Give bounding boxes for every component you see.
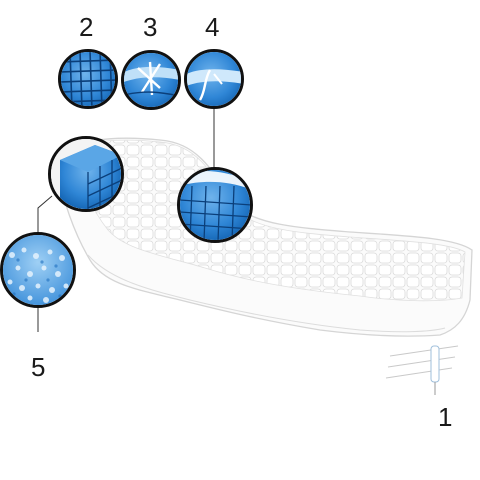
label-4: 4 (205, 12, 220, 42)
label-5: 5 (31, 352, 46, 382)
callout-memory-foam (177, 167, 253, 243)
memory-foam-icon (180, 170, 250, 240)
mattress-side-band (87, 254, 446, 333)
leader-line-5 (37, 195, 53, 236)
zipper-icon (187, 52, 241, 106)
grid-fabric-icon (61, 52, 115, 106)
callout-3-ventilation (121, 50, 181, 110)
label-1: 1 (438, 402, 453, 432)
label-2: 2 (79, 12, 94, 42)
mattress (54, 137, 473, 337)
mattress-quilted-top (69, 139, 466, 302)
callout-2-grid-fabric (58, 49, 118, 109)
foam-cube-icon (51, 139, 121, 209)
soft-fiber-icon (3, 235, 73, 305)
leader-lines (37, 106, 215, 332)
callout-4-zipper (184, 49, 244, 109)
ventilation-channels-icon (124, 53, 178, 107)
callout-5-soft-fiber (0, 232, 76, 308)
base-layer-indicator (385, 345, 459, 395)
label-3: 3 (143, 12, 158, 42)
callout-foam-cube (48, 136, 124, 212)
